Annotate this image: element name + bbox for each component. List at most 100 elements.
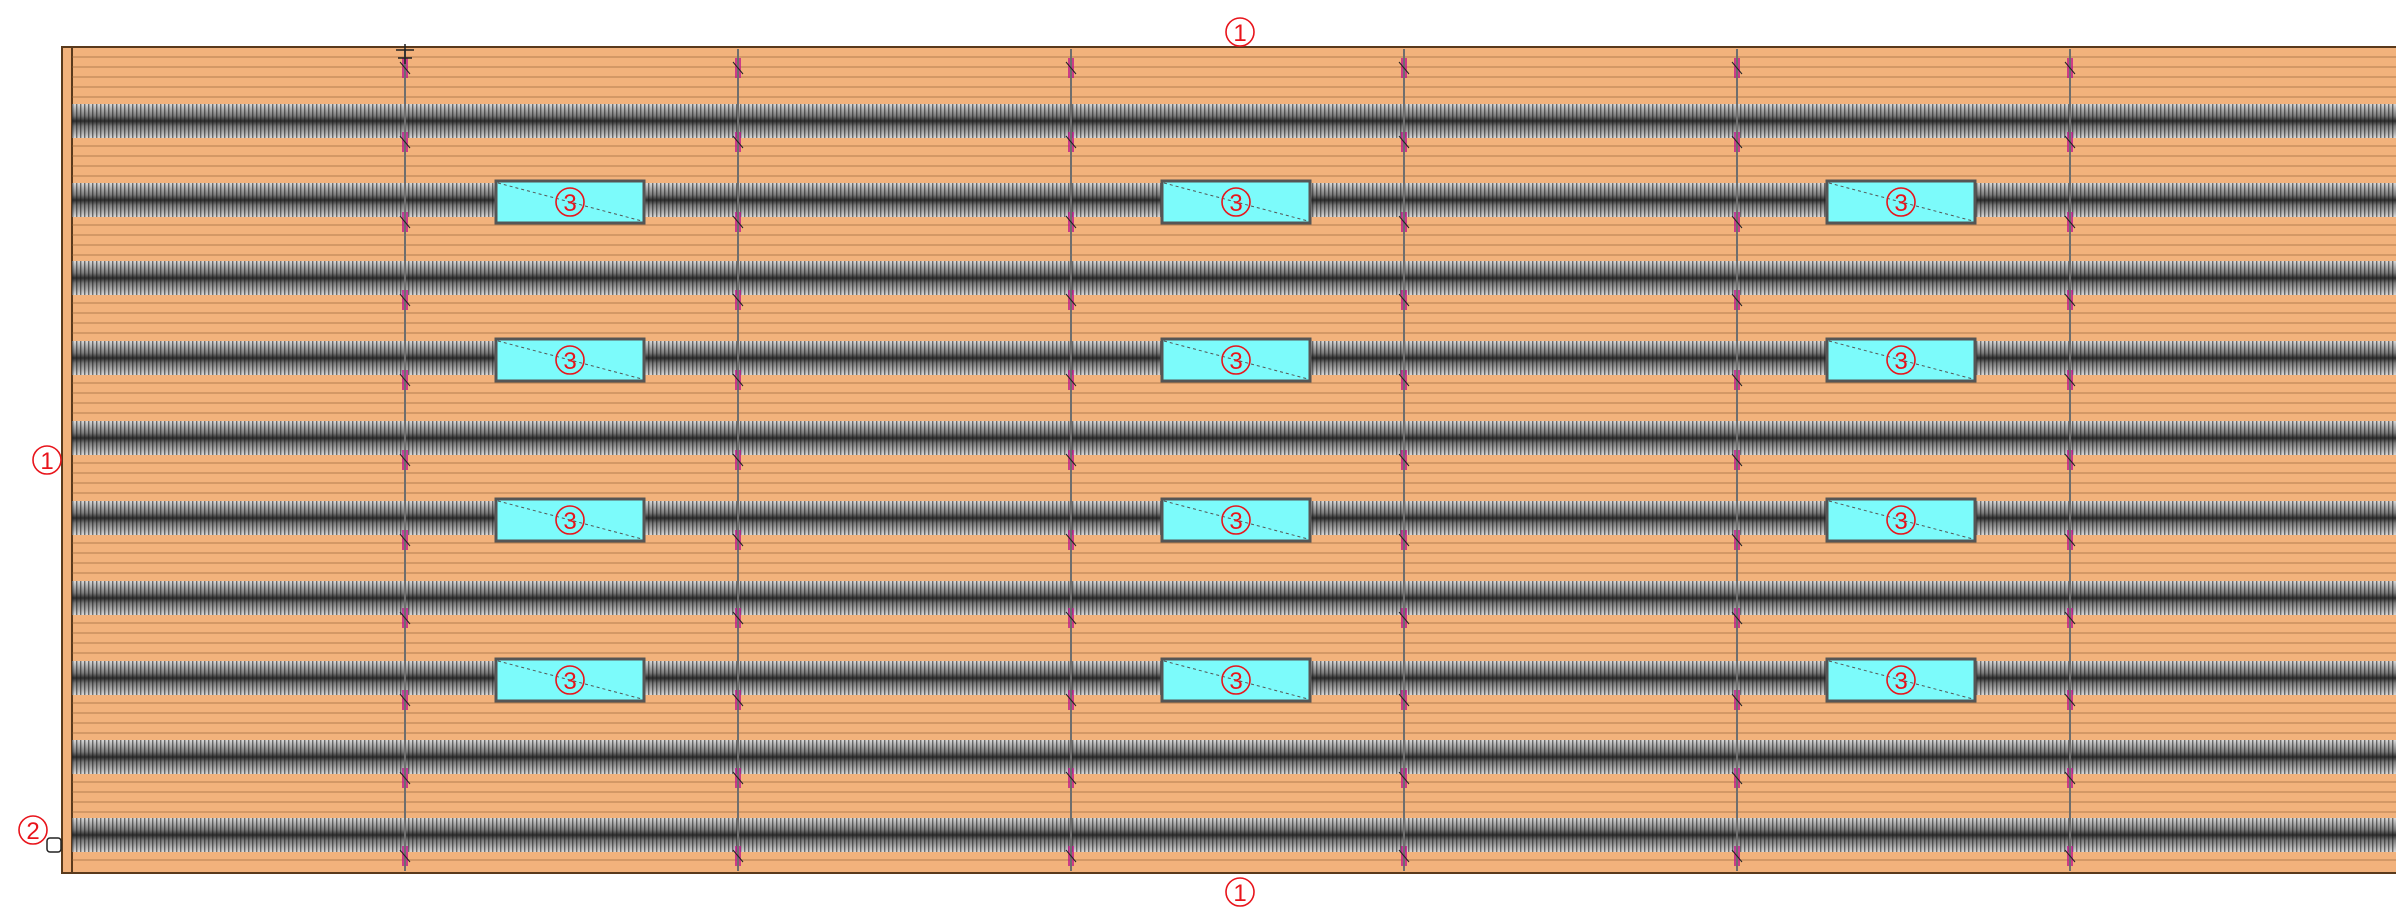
brace-marker bbox=[2064, 135, 2076, 149]
square-node-icon bbox=[46, 837, 62, 853]
callout-opening-label: 3 bbox=[563, 508, 576, 535]
brace-marker bbox=[1731, 293, 1743, 307]
brace-marker bbox=[2064, 453, 2076, 467]
callout-opening bbox=[1221, 345, 1251, 375]
opening-diagonal bbox=[1163, 500, 1309, 540]
brace-marker bbox=[1398, 771, 1410, 785]
brace-marker bbox=[1731, 771, 1743, 785]
opening-diagonal bbox=[497, 500, 643, 540]
brace-marker bbox=[2064, 533, 2076, 547]
brace-marker bbox=[1065, 215, 1077, 229]
brace-marker bbox=[2064, 373, 2076, 387]
callout-opening-label: 3 bbox=[1894, 508, 1907, 535]
brace-marker bbox=[1731, 373, 1743, 387]
opening-diagonal bbox=[497, 660, 643, 700]
opening-diagonal bbox=[1163, 340, 1309, 380]
brace-marker bbox=[1398, 215, 1410, 229]
brace-marker bbox=[399, 373, 411, 387]
brace-marker bbox=[1731, 61, 1743, 75]
callout-opening-label: 3 bbox=[563, 348, 576, 375]
brace-marker bbox=[732, 373, 744, 387]
opening-diagonal bbox=[497, 340, 643, 380]
brace-marker bbox=[2064, 215, 2076, 229]
callout-opening-label: 3 bbox=[1894, 668, 1907, 695]
brace-marker bbox=[2064, 611, 2076, 625]
callout-opening bbox=[555, 505, 585, 535]
brace-marker bbox=[1731, 533, 1743, 547]
brace-marker bbox=[1398, 453, 1410, 467]
brace-marker bbox=[1398, 849, 1410, 863]
brace-marker bbox=[1065, 293, 1077, 307]
opening-diagonal bbox=[1828, 500, 1974, 540]
callout-opening bbox=[1221, 187, 1251, 217]
callout-opening-label: 3 bbox=[1229, 348, 1242, 375]
deck-frame bbox=[61, 46, 2396, 874]
brace-marker bbox=[399, 849, 411, 863]
brace-marker bbox=[399, 611, 411, 625]
brace-marker bbox=[2064, 693, 2076, 707]
brace-marker bbox=[1398, 373, 1410, 387]
callout-opening bbox=[555, 345, 585, 375]
brace-marker bbox=[399, 293, 411, 307]
brace-marker bbox=[1065, 373, 1077, 387]
brace-marker bbox=[1065, 61, 1077, 75]
brace-marker bbox=[399, 693, 411, 707]
callout-opening bbox=[555, 665, 585, 695]
callout-opening bbox=[1886, 345, 1916, 375]
grating-row-bars bbox=[72, 740, 2396, 774]
callout-opening bbox=[1886, 187, 1916, 217]
brace-marker bbox=[399, 453, 411, 467]
brace-marker bbox=[1065, 533, 1077, 547]
brace-marker bbox=[399, 135, 411, 149]
brace-marker bbox=[1398, 533, 1410, 547]
callout-opening-label: 3 bbox=[1229, 508, 1242, 535]
opening-diagonal bbox=[1163, 182, 1309, 222]
brace-marker bbox=[732, 61, 744, 75]
callout-corner-label: 2 bbox=[26, 818, 39, 845]
brace-marker bbox=[732, 693, 744, 707]
opening-diagonal bbox=[1828, 340, 1974, 380]
grating-row-bars bbox=[72, 261, 2396, 295]
callout-bottom: 1 bbox=[1225, 877, 1255, 907]
opening-diagonal bbox=[497, 182, 643, 222]
support-beams bbox=[399, 49, 2076, 871]
brace-marker bbox=[1398, 61, 1410, 75]
brace-marker bbox=[732, 135, 744, 149]
opening-diagonal bbox=[1163, 660, 1309, 700]
brace-marker bbox=[399, 771, 411, 785]
callout-left-label: 1 bbox=[40, 448, 53, 475]
opening-diagonal bbox=[1828, 660, 1974, 700]
brace-marker bbox=[399, 533, 411, 547]
callout-left: 1 bbox=[32, 445, 62, 475]
brace-marker bbox=[1065, 135, 1077, 149]
callout-top: 1 bbox=[1225, 17, 1255, 47]
brace-marker bbox=[1398, 293, 1410, 307]
brace-marker bbox=[399, 61, 411, 75]
brace-marker bbox=[732, 533, 744, 547]
brace-marker bbox=[1065, 693, 1077, 707]
callout-bottom-label: 1 bbox=[1233, 880, 1246, 907]
callout-opening-label: 3 bbox=[563, 668, 576, 695]
callout-opening bbox=[1221, 505, 1251, 535]
brace-marker bbox=[1731, 453, 1743, 467]
brace-marker bbox=[1731, 849, 1743, 863]
brace-marker bbox=[732, 453, 744, 467]
brace-marker bbox=[1398, 693, 1410, 707]
brace-marker bbox=[2064, 61, 2076, 75]
plank-lines bbox=[72, 56, 2396, 861]
grating-row-bars bbox=[72, 581, 2396, 615]
grating-row-bars bbox=[72, 104, 2396, 138]
callout-opening-label: 3 bbox=[1229, 190, 1242, 217]
brace-marker bbox=[2064, 771, 2076, 785]
brace-marker bbox=[1398, 611, 1410, 625]
brace-marker bbox=[1065, 611, 1077, 625]
callout-opening bbox=[555, 187, 585, 217]
grating-row-bars bbox=[72, 818, 2396, 852]
brace-marker bbox=[732, 293, 744, 307]
brace-marker bbox=[1065, 849, 1077, 863]
brace-marker bbox=[1731, 693, 1743, 707]
brace-marker bbox=[732, 849, 744, 863]
brace-marker bbox=[1065, 453, 1077, 467]
